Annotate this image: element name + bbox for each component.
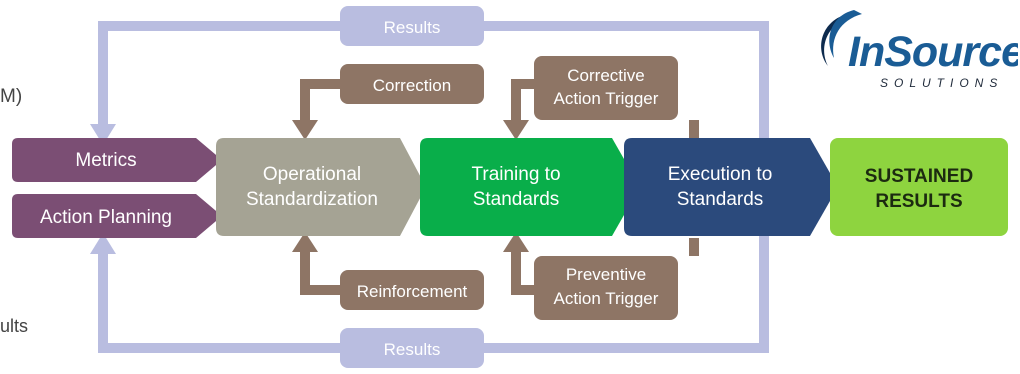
training-line2: Standards	[473, 189, 560, 210]
metrics-node: Metrics	[12, 138, 222, 182]
results-loop-bottom-arrowhead	[90, 233, 116, 254]
preventive-trigger-node: Preventive Action Trigger	[534, 256, 678, 320]
execution-line1: Execution to	[668, 164, 773, 185]
execution-to-standards-node: Execution to Standards	[624, 138, 838, 236]
preventive-trigger-line1: Preventive	[566, 265, 646, 284]
preventive-trigger-line2: Action Trigger	[554, 289, 659, 308]
execution-shape	[624, 138, 838, 236]
results-label-bottom-box	[340, 328, 484, 368]
reinforcement-arrowhead	[292, 232, 318, 252]
execution-line2: Standards	[677, 189, 764, 210]
metrics-label: Metrics	[75, 150, 136, 171]
metrics-shape	[12, 138, 222, 182]
results-loop-top-arrowhead	[90, 124, 116, 145]
action-planning-shape	[12, 194, 222, 238]
reinforcement-node: Reinforcement	[340, 270, 484, 310]
sustained-results-node: SUSTAINED RESULTS	[830, 138, 1008, 236]
training-shape	[420, 138, 640, 236]
action-planning-node: Action Planning	[12, 194, 222, 238]
correction-arrowhead	[292, 120, 318, 140]
reinforcement-path	[300, 250, 345, 295]
sustained-line1: SUSTAINED	[865, 166, 973, 187]
logo-swoosh-inner	[829, 10, 862, 58]
training-line1: Training to	[471, 164, 560, 185]
partial-text-bottom: ults	[0, 316, 29, 336]
results-label-top-box	[340, 6, 484, 46]
results-loop: Results Results	[90, 6, 769, 368]
operational-shape	[216, 138, 426, 236]
correction-label: Correction	[373, 76, 451, 95]
operational-standardization-node: Operational Standardization	[216, 138, 426, 236]
sustained-shape	[830, 138, 1008, 236]
corrective-trigger-line2: Action Trigger	[554, 89, 659, 108]
action-planning-label: Action Planning	[40, 207, 172, 228]
corrective-trigger-line1: Corrective	[567, 66, 644, 85]
correction-path	[300, 79, 345, 122]
feedback-arrowheads	[292, 120, 529, 252]
insource-logo: InSource SOLUTIONS	[808, 6, 1020, 96]
operational-line2: Standardization	[246, 189, 378, 210]
results-label-bottom: Results	[384, 340, 441, 359]
preventive-arrowhead	[503, 232, 529, 252]
sustained-line2: RESULTS	[875, 191, 962, 212]
logo-subtitle: SOLUTIONS	[880, 76, 1003, 90]
preventive-path-to-training	[511, 250, 534, 295]
reinforcement-label: Reinforcement	[357, 282, 468, 301]
feedback-paths	[300, 79, 699, 295]
partial-text-top: M)	[0, 86, 23, 107]
results-label-top: Results	[384, 18, 441, 37]
correction-node: Correction	[340, 64, 484, 104]
corrective-path-to-training	[511, 79, 534, 122]
operational-line1: Operational	[263, 164, 361, 185]
corrective-trigger-node: Corrective Action Trigger	[534, 56, 678, 120]
logo-name: InSource	[848, 28, 1018, 76]
corrective-arrowhead	[503, 120, 529, 140]
logo-swoosh-outer	[821, 14, 854, 66]
training-to-standards-node: Training to Standards	[420, 138, 640, 236]
